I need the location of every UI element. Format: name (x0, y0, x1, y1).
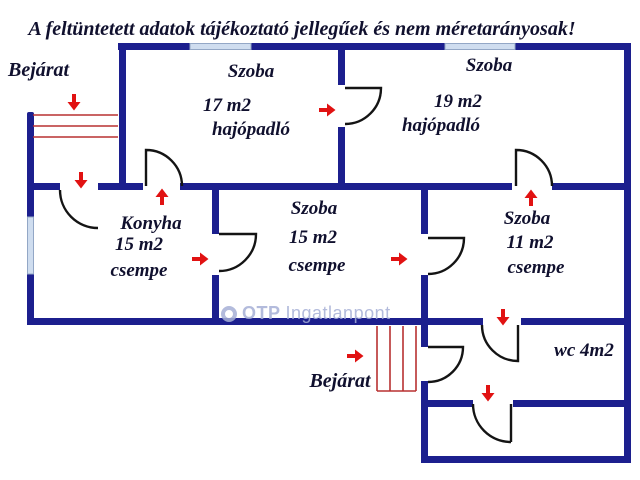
door-wc-inner (471, 403, 513, 444)
arrow-down-icon (493, 307, 513, 327)
door-szoba11-to-wc (480, 324, 520, 363)
szoba15-name: Szoba (290, 198, 338, 219)
szoba15-area: 15 m2 (288, 227, 338, 248)
window-szoba19 (444, 43, 516, 50)
door-szoba19-bottom (514, 148, 554, 187)
bottom-entrance-steps (376, 326, 417, 392)
steps-layer (33, 114, 417, 392)
wall-wc-left (421, 381, 428, 463)
wall-bottom-seg1 (27, 318, 483, 325)
wall-szoba15-szoba11-lower (421, 275, 428, 347)
arrow-right-icon (345, 346, 365, 366)
szoba19-name: Szoba (465, 55, 513, 76)
door-konyha-to-szoba15 (218, 232, 258, 273)
door-szoba19-left (344, 86, 383, 126)
szoba17-name: Szoba (227, 61, 275, 82)
szoba17-floor: hajópadló (211, 119, 291, 140)
wall-bottom-seg2 (521, 318, 631, 325)
window-szoba17 (189, 43, 252, 50)
door-porch-to-konyha (58, 189, 99, 230)
arrow-up-icon (152, 187, 172, 207)
watermark-brand: OTP (242, 303, 281, 323)
szoba19-floor: hajópadló (401, 115, 481, 136)
wall-szoba17-19-upper (338, 43, 345, 85)
arrow-down-icon (71, 170, 91, 190)
szoba11-name: Szoba (503, 208, 551, 229)
wall-mid-seg2 (98, 183, 143, 190)
konyha-name: Konyha (120, 213, 182, 234)
top-entrance-steps (33, 114, 118, 138)
wc-label: wc 4m2 (554, 340, 614, 361)
walls-layer (27, 43, 631, 463)
wall-mid-seg1 (27, 183, 60, 190)
arrow-down-icon (478, 383, 498, 403)
doors-layer (58, 86, 554, 444)
szoba19-area: 19 m2 (433, 91, 483, 112)
wall-wc-bottom (421, 456, 631, 463)
door-bottom-entrance (427, 345, 465, 384)
szoba11-area: 11 m2 (506, 232, 554, 253)
disclaimer-text: A feltüntetett adatok tájékoztató jelleg… (28, 18, 576, 40)
wall-wc-mid-seg2 (513, 400, 631, 407)
door-szoba15-to-szoba11 (427, 236, 466, 276)
watermark-logo-icon (221, 305, 237, 322)
door-konyha-to-szoba17 (144, 148, 184, 187)
szoba11-floor: csempe (507, 257, 565, 278)
entrance-label-bottom: Bejárat (309, 370, 371, 392)
wall-right (624, 43, 631, 463)
wall-mid-seg3 (180, 183, 512, 190)
wall-konyha-szoba15-lower (212, 275, 219, 325)
wall-szoba15-szoba11-upper (421, 183, 428, 234)
window-konyha (27, 216, 34, 275)
szoba15-floor: csempe (288, 255, 346, 276)
entrance-label-top: Bejárat (8, 59, 70, 81)
watermark-suffix: Ingatlanpont (285, 303, 391, 323)
szoba17-area: 17 m2 (202, 95, 252, 116)
wall-porch-right (119, 43, 126, 190)
arrow-up-icon (521, 188, 541, 208)
wall-mid-seg4 (552, 183, 631, 190)
watermark: OTP Ingatlanpont (221, 303, 391, 324)
arrow-right-icon (190, 249, 210, 269)
wall-szoba17-19-lower (338, 127, 345, 190)
wall-top (118, 43, 631, 50)
arrow-down-icon (64, 92, 84, 112)
arrow-right-icon (389, 249, 409, 269)
konyha-floor: csempe (110, 260, 168, 281)
konyha-area: 15 m2 (114, 234, 164, 255)
wall-wc-mid-seg1 (421, 400, 473, 407)
wall-konyha-szoba15-upper (212, 183, 219, 234)
windows-layer (27, 43, 516, 275)
arrow-right-icon (317, 100, 337, 120)
